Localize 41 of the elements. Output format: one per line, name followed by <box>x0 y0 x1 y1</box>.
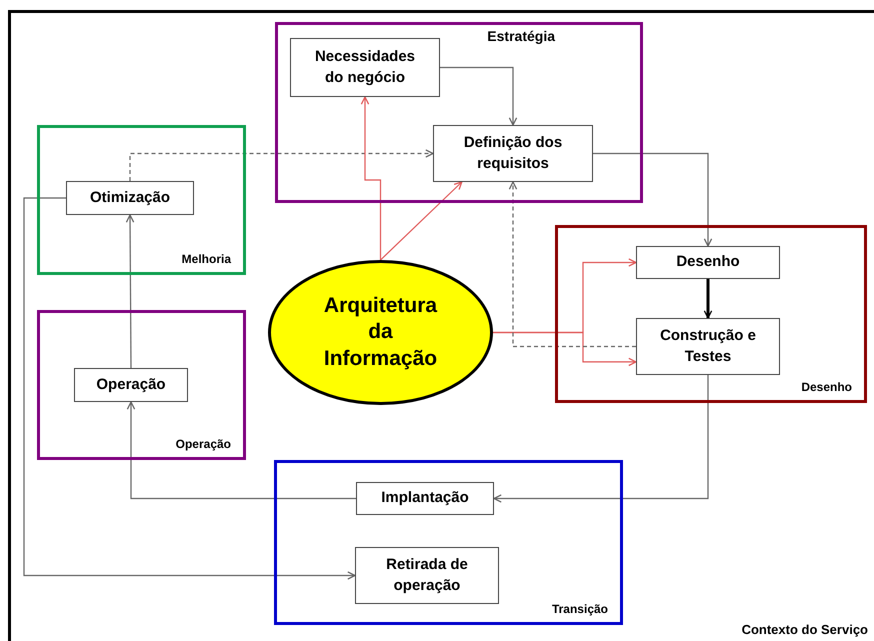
process-label: Otimização <box>90 188 170 208</box>
connector-arrow <box>126 401 356 500</box>
connector-arrow <box>23 197 356 580</box>
process-label: Desenho <box>676 252 740 272</box>
connector-arrow <box>126 214 134 368</box>
process-box <box>290 38 440 97</box>
phase-label: Transição <box>552 602 608 616</box>
process-box <box>74 368 188 402</box>
connector-arrow <box>593 152 712 247</box>
connector-arrow <box>129 149 434 181</box>
process-label: Retirada de operação <box>385 555 469 596</box>
process-label: Necessidades do negócio <box>314 47 416 88</box>
phase-frame <box>274 460 623 625</box>
phase-frame <box>37 310 246 460</box>
connector-arrow <box>493 332 637 366</box>
phase-frame <box>275 22 643 203</box>
connector-arrow <box>493 375 709 503</box>
context-frame <box>8 10 874 641</box>
process-label: Construção e Testes <box>659 326 757 366</box>
connector-arrow <box>704 279 712 319</box>
phase-label: Operação <box>176 437 231 451</box>
process-box <box>356 482 494 515</box>
process-label: Operação <box>96 374 166 395</box>
phase-frame <box>37 125 246 275</box>
process-label: Implantação <box>381 488 469 508</box>
process-box <box>355 547 499 604</box>
connector-arrow <box>380 181 462 260</box>
connector-arrow <box>440 66 518 126</box>
ellipse-label: Arquitetura da Informação <box>322 293 438 372</box>
connector-arrow <box>360 96 382 260</box>
phase-label: Melhoria <box>182 252 231 266</box>
phase-frame <box>555 225 867 403</box>
phase-label: Estratégia <box>487 28 555 44</box>
process-box <box>636 246 780 279</box>
process-label: Definição dos requisitos <box>462 133 564 174</box>
process-box <box>433 125 593 182</box>
process-box <box>636 318 780 375</box>
frame-label: Contexto do Serviço <box>742 622 868 637</box>
phase-label: Desenho <box>801 380 852 394</box>
connector-arrow <box>508 181 636 348</box>
process-box <box>66 181 194 215</box>
